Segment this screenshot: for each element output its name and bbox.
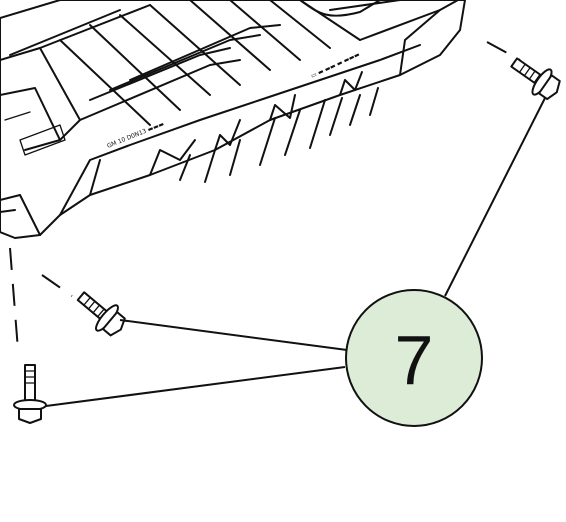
bolt-middle [76,291,126,337]
callout-number: 7 [395,321,434,399]
assembly-guide-lines [9,41,521,351]
callout-bubble: 7 [345,289,483,427]
callout-circle [345,289,483,427]
bolt-bottom-left [13,364,47,424]
leader-lines [45,97,546,407]
molded-bracket-part [0,0,466,239]
bolt-top-right [510,57,561,101]
